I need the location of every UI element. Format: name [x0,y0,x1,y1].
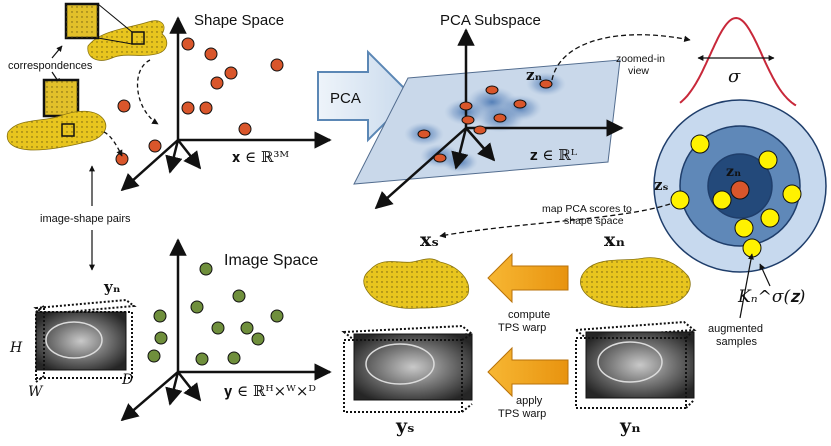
compute-tps-arrow [487,252,569,304]
z-space-label: 𝐳 ∈ ℝᴸ [530,146,578,164]
shape-top [87,20,168,61]
shape-to-point-arrow-top [136,59,159,125]
augmented-samples-label-2: samples [716,336,757,348]
pca-point [473,125,487,135]
image-point [147,349,161,363]
shape-point [204,47,218,61]
augmented-sample [782,184,802,204]
shape-to-point-arrow-bottom [103,131,123,157]
y-n-label-right: 𝐲ₙ [619,415,641,437]
correspondences-arrow-up [51,45,63,59]
x-n-label: 𝐱ₙ [604,229,625,251]
w-label: W [28,384,44,400]
z-n-center-point [730,180,750,200]
pca-point [485,85,499,95]
shape-point [148,139,162,153]
shape-point [210,76,224,90]
image-point [270,309,284,323]
image-space-title: Image Space [224,252,318,269]
image-point [240,321,254,335]
shape-point [117,99,131,113]
x-space-label: 𝐱 ∈ ℝ³ᴹ [232,148,289,166]
x-s-label: 𝐱ₛ [420,229,439,251]
pca-point [539,79,553,89]
correspondences-label: correspondences [8,60,93,72]
zoom-inset-top [64,2,133,45]
augmented-image-ys [341,324,475,413]
augmented-samples-label-1: augmented [708,323,763,335]
image-point [195,352,209,366]
image-point [199,262,213,276]
shape-point [181,37,195,51]
apply-tps-label-2: TPS warp [498,408,546,420]
shape-point [199,101,213,115]
shape-bottom [6,110,107,151]
compute-tps-label-2: TPS warp [498,322,546,334]
zoomed-in-label-1: zoomed-in [616,53,665,65]
kernel-label: Kₙ^σ(𝐳) [737,287,805,307]
shape-point [270,58,284,72]
z-n-label-ring: 𝐳ₙ [726,164,741,180]
shape-space-points [115,37,284,166]
augmented-sample [760,208,780,228]
image-point [232,289,246,303]
image-space-axes [120,238,332,422]
compute-tps-label-1: compute [508,309,550,321]
pca-subspace-axes [374,28,624,210]
shape-point [238,122,252,136]
d-label: D [121,372,133,388]
augmented-sample [712,190,732,210]
apply-tps-arrow [487,346,569,398]
shape-point [224,66,238,80]
zoom-arrow [551,34,691,81]
sigma-label: σ [728,66,741,87]
apply-tps-label-1: apply [516,395,543,407]
pca-point [493,113,507,123]
kernel-arrow [759,263,771,287]
pca-point [459,101,473,111]
map-scores-label-1: map PCA scores to [542,203,632,215]
y-s-label: 𝐲ₛ [395,415,415,437]
augmented-samples-arrow [739,253,754,319]
shape-space-axes [120,16,332,192]
image-point [190,300,204,314]
original-shape-xn [580,257,691,309]
zoom-inset-bottom [42,78,80,125]
pca-arrow-label: PCA [330,90,361,107]
image-point [227,351,241,365]
image-shape-pairs-label: image-shape pairs [40,213,131,225]
zoomed-in-label-2: view [628,65,649,77]
map-scores-arrow [439,203,671,239]
augmented-sample [670,190,690,210]
y-n-label-left: 𝐲ₙ [103,278,121,296]
shape-point [181,101,195,115]
gaussian-curve [679,16,797,107]
original-image-yn [573,320,697,409]
augmented-sample [758,150,778,170]
image-point [153,309,167,323]
image-point [211,321,225,335]
y-space-label: 𝐲 ∈ ℝᴴ×ᵂ×ᴰ [224,382,316,400]
pca-point [433,153,447,163]
image-point [154,331,168,345]
z-n-label-plane: 𝐳ₙ [526,66,543,84]
augmented-shape-xs [363,258,470,309]
pca-subspace-title: PCA Subspace [440,12,541,29]
image-point [251,332,265,346]
pca-point [417,129,431,139]
h-label: H [9,340,23,356]
augmented-sample [734,218,754,238]
shape-space-title: Shape Space [194,12,284,29]
z-s-label: 𝐳ₛ [654,176,669,194]
augmented-sample [690,134,710,154]
pca-points [417,79,553,163]
image-space-points [147,262,284,366]
image-volume-left [33,298,137,384]
map-scores-label-2: shape space [564,215,624,227]
pca-point [513,99,527,109]
pca-point [461,115,475,125]
